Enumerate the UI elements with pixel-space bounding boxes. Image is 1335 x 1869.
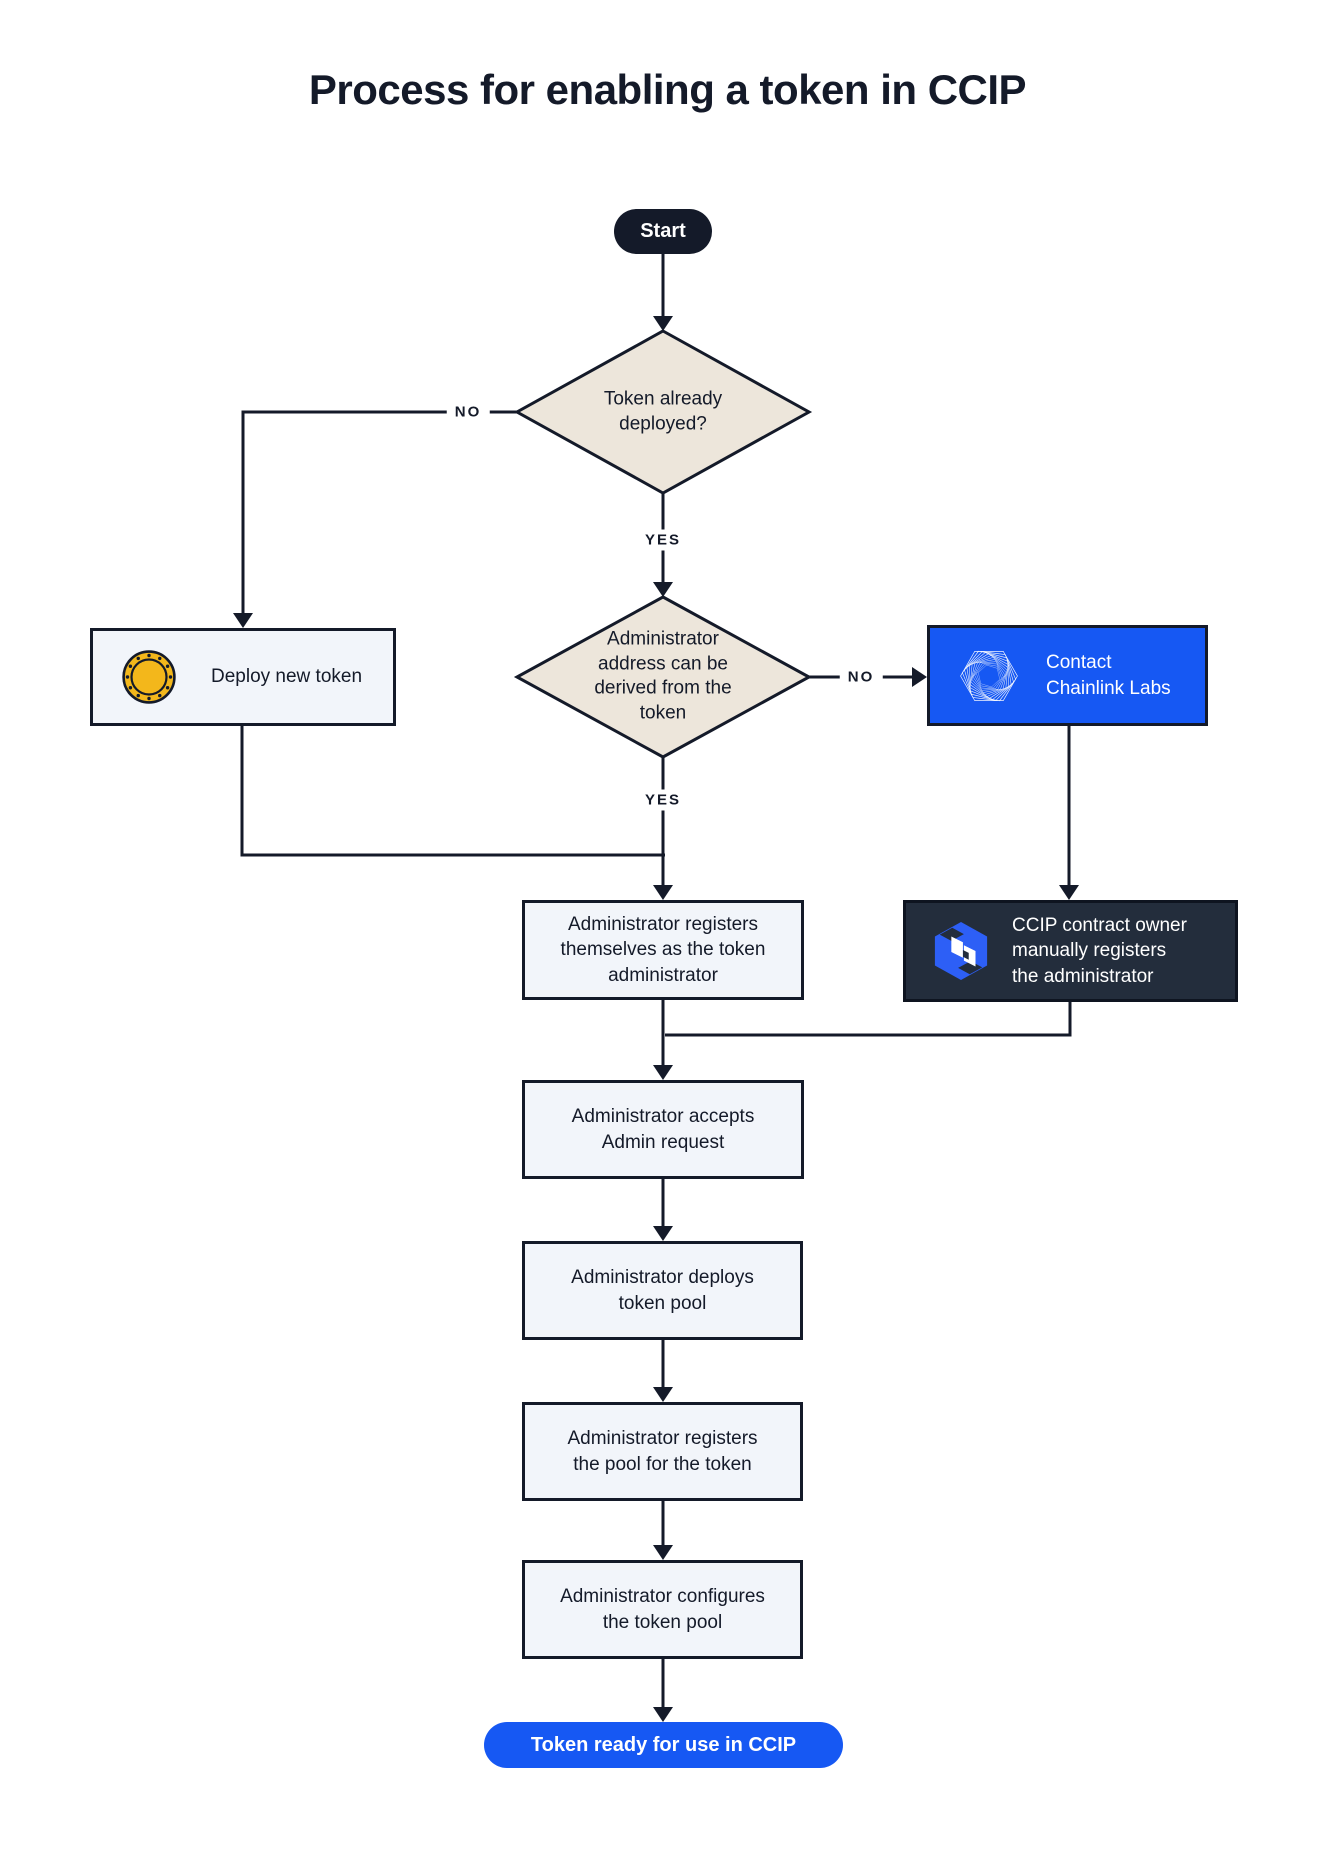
token-ready-node: Token ready for use in CCIP [484,1722,843,1768]
start-label: Start [640,220,686,242]
edge-label-yes-2: YES [636,789,690,811]
register-pool-node: Administrator registers the pool for the… [522,1402,803,1501]
edge-label-no-2: NO [839,666,883,688]
arrowhead [912,667,927,687]
arrowhead [653,1707,673,1722]
arrowhead [653,1226,673,1241]
contact-chainlink-node: Contact Chainlink Labs [927,625,1208,726]
edge-label-yes-1: YES [636,529,690,551]
arrowhead [653,1545,673,1560]
coin-icon [122,650,176,704]
arrowhead [1059,885,1079,900]
edge-no-to-deploy [241,410,517,614]
arrowhead [233,613,253,628]
decision-token-deployed-label: Token already deployed? [603,388,723,434]
start-node: Start [614,209,712,254]
accept-request-node: Administrator accepts Admin request [522,1080,804,1179]
arrowhead [653,316,673,331]
ccip-owner-registers-node: CCIP contract owner manually registers t… [903,900,1238,1002]
ccip-owner-registers-label: CCIP contract owner manually registers t… [1012,915,1187,987]
edge-label-no-1: NO [446,401,490,423]
decision-admin-derivable-label: Administrator address can be derived fro… [594,628,732,724]
arrowhead [653,1387,673,1402]
arrowhead [653,1065,673,1080]
deploy-new-token-node: Deploy new token [90,628,396,726]
arrowhead [653,885,673,900]
register-self-node: Administrator registers themselves as th… [522,900,804,1000]
arrowhead [653,582,673,597]
edge-deploy-merge [240,726,665,857]
deploy-pool-node: Administrator deploys token pool [522,1241,803,1340]
chainlink-labs-logo-icon [960,650,1018,701]
contact-chainlink-label: Contact Chainlink Labs [1046,652,1171,699]
deploy-new-token-label: Deploy new token [211,666,363,688]
ccip-logo-icon [934,922,988,980]
token-ready-label: Token ready for use in CCIP [530,1733,797,1756]
edge-ccip-owner-merge [665,1002,1072,1037]
page-title: Process for enabling a token in CCIP [308,66,1027,113]
configure-pool-node: Administrator configures the token pool [522,1560,803,1659]
